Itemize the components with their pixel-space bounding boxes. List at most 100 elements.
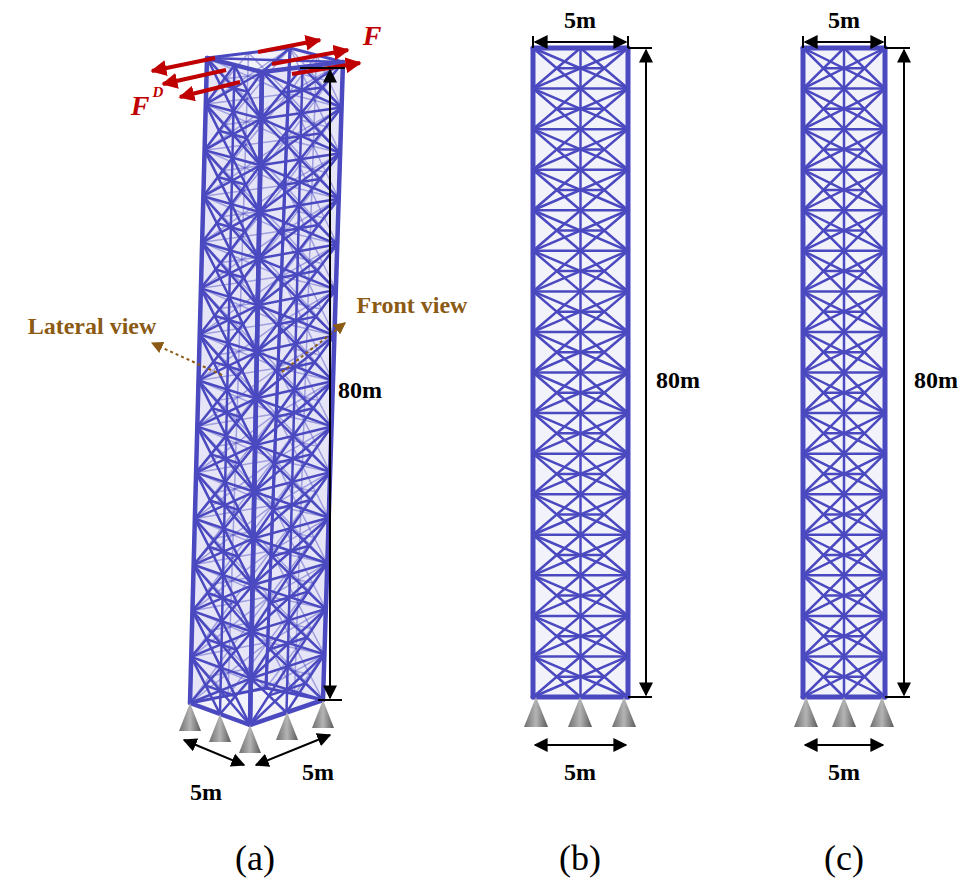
truss-member [803, 89, 885, 130]
pin-support [312, 700, 334, 728]
truss-member [803, 251, 885, 292]
truss-member [533, 47, 628, 50]
truss-member [557, 473, 605, 476]
force-arrow [163, 70, 226, 84]
panel-label: (c) [824, 840, 864, 876]
pin-support [209, 714, 231, 742]
truss-member [276, 362, 315, 370]
truss-member [533, 291, 628, 332]
chord-member [533, 46, 628, 51]
truss-member [533, 373, 628, 414]
truss-member [209, 547, 238, 557]
extension-line [802, 36, 804, 48]
face-fill [803, 48, 885, 697]
chord-member [531, 48, 536, 697]
pin-support [794, 697, 818, 727]
truss-member [824, 473, 865, 476]
force-arrow [292, 63, 360, 74]
dimension-line [329, 70, 331, 698]
dimension-label: 5m [564, 8, 596, 32]
face-fill [250, 62, 343, 725]
truss-member [215, 316, 243, 325]
truss-member [803, 210, 885, 251]
truss-member [533, 454, 628, 495]
pin-support [276, 712, 298, 740]
truss-member [533, 332, 628, 373]
lattice-face [250, 62, 343, 725]
truss-member [281, 133, 321, 139]
truss-member [533, 48, 628, 89]
force-arrow [152, 58, 215, 71]
truss-member [533, 494, 628, 535]
truss-member [533, 89, 628, 130]
truss-member [824, 594, 865, 597]
truss-member [803, 575, 885, 616]
truss-member [557, 513, 605, 516]
truss-member [533, 291, 628, 332]
truss-member [824, 675, 865, 678]
panel-label: (a) [235, 840, 275, 876]
extension-line [318, 699, 342, 701]
truss-member [824, 189, 865, 192]
truss-member [803, 170, 885, 211]
truss-member [557, 67, 605, 70]
view-label: Front view [357, 293, 468, 317]
truss-member [803, 575, 885, 616]
truss-member [213, 362, 242, 371]
truss-member [274, 454, 312, 464]
view-pointers [152, 323, 345, 375]
truss-member [803, 48, 885, 89]
truss-member [557, 392, 605, 395]
truss-member [533, 170, 628, 211]
truss-member [803, 170, 885, 211]
truss-member [803, 454, 885, 495]
truss-member [533, 575, 628, 616]
force-label: F [363, 22, 382, 50]
force-arrow [272, 50, 348, 64]
truss-member [803, 129, 885, 170]
truss-member [824, 513, 865, 516]
truss-member [280, 179, 320, 185]
truss-member [533, 129, 628, 170]
truss-member [533, 170, 628, 211]
truss-member [557, 554, 605, 557]
extension-line [627, 36, 629, 48]
truss-member [212, 408, 241, 417]
truss-member [803, 535, 885, 576]
truss-member [259, 153, 340, 212]
truss-member [824, 310, 865, 313]
truss-member [208, 593, 238, 603]
truss-member [216, 269, 244, 277]
truss-member [533, 575, 628, 616]
truss-member [824, 635, 865, 638]
truss-member [533, 616, 628, 657]
truss-member [803, 291, 885, 332]
lattice-face [803, 48, 885, 697]
truss-member [803, 616, 885, 657]
truss-member [803, 454, 885, 495]
panel-label: (b) [559, 840, 601, 876]
dimension-line [805, 744, 883, 746]
truss-member [803, 48, 885, 89]
dimension-label: 80m [656, 368, 700, 392]
truss-member [803, 494, 885, 535]
truss-member [258, 244, 338, 305]
truss-member [803, 535, 885, 576]
truss-member [824, 392, 865, 395]
dimension-line [184, 740, 244, 765]
truss-member [803, 413, 885, 454]
view-label: Lateral view [28, 314, 157, 338]
truss-member [803, 332, 885, 373]
truss-member [557, 229, 605, 232]
truss-member [533, 494, 628, 535]
dimension-label: 5m [302, 760, 334, 784]
truss-member [278, 271, 317, 278]
truss-member [824, 432, 865, 435]
extension-line [885, 696, 910, 698]
pin-support [179, 703, 201, 731]
truss-member [533, 373, 628, 414]
truss-member [557, 108, 605, 111]
face-fill [190, 58, 262, 725]
dimension-line [535, 41, 626, 43]
